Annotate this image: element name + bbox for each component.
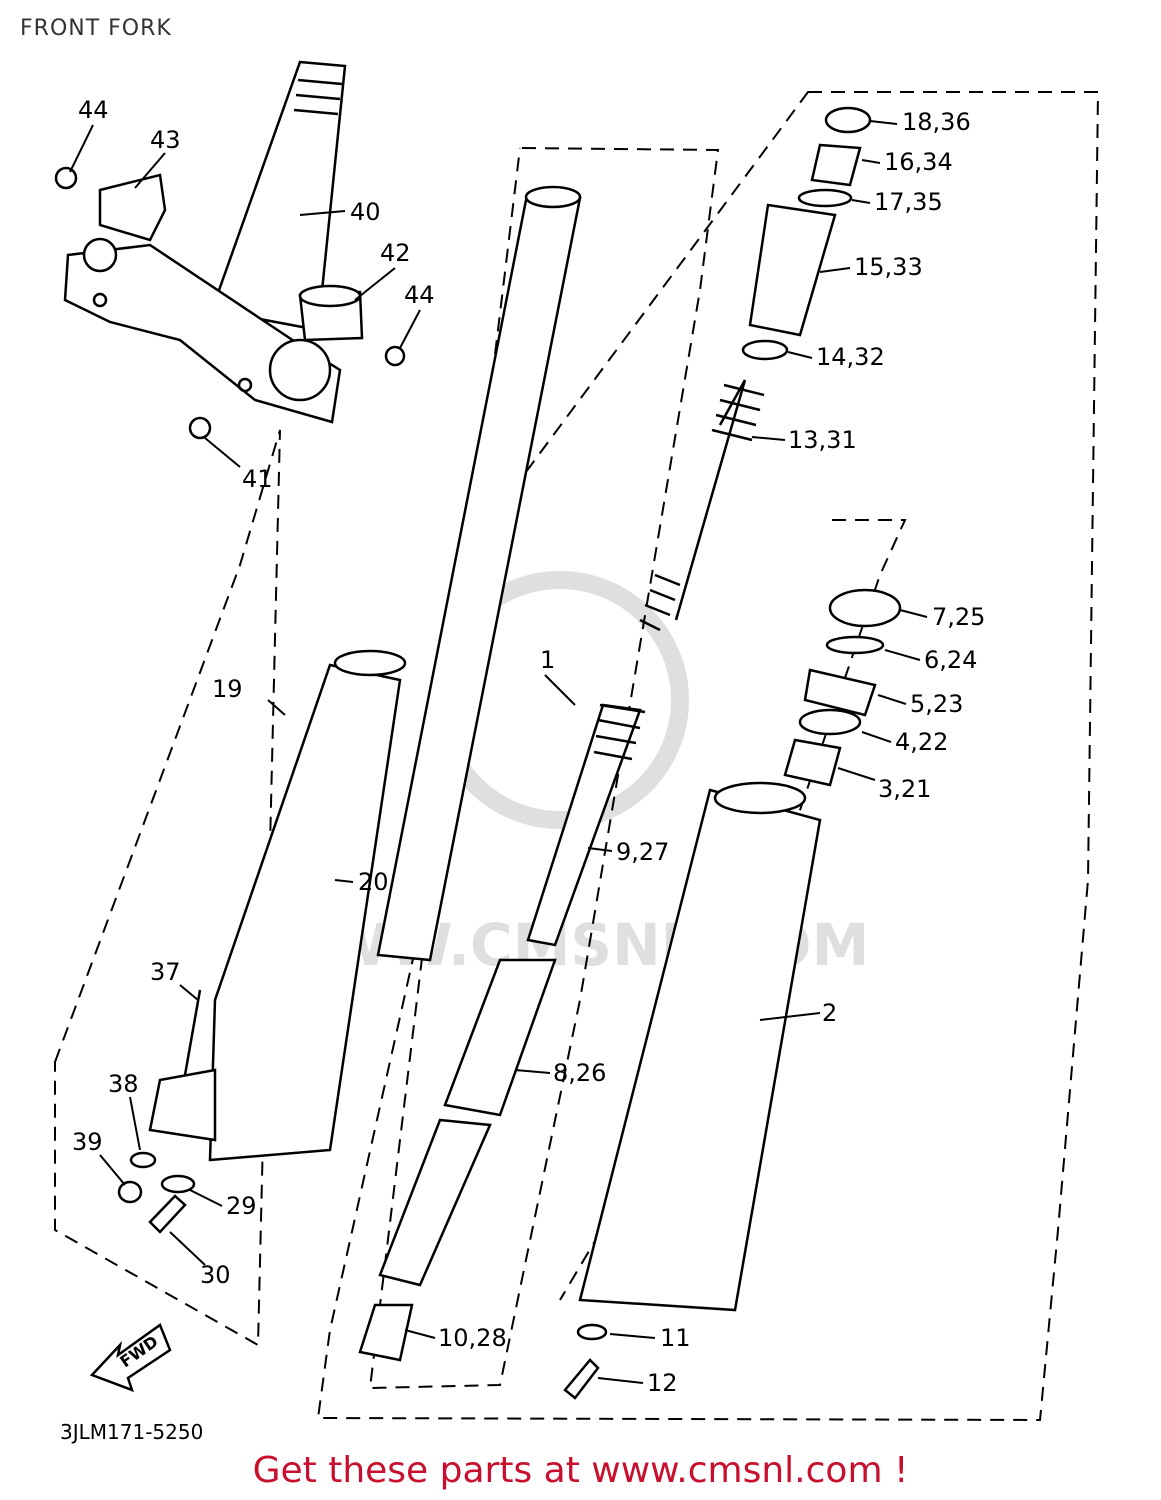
callout-19: 19 xyxy=(212,675,243,703)
callout-44-top: 44 xyxy=(78,96,109,124)
clamp-43 xyxy=(98,173,167,242)
leader-lines xyxy=(69,120,928,1384)
bolt-44-right xyxy=(384,345,406,367)
bolt-44-top xyxy=(54,166,78,190)
clip-6 xyxy=(825,635,885,655)
callout-7: 7,25 xyxy=(932,603,985,631)
fork-tube-left xyxy=(208,649,407,1162)
oil-lock-10 xyxy=(358,1303,414,1362)
callout-10: 10,28 xyxy=(438,1324,507,1352)
callout-30: 30 xyxy=(200,1261,231,1289)
dust-seal-7 xyxy=(828,588,902,628)
washer-14 xyxy=(741,339,789,361)
collar-8 xyxy=(443,958,557,1117)
callout-15: 15,33 xyxy=(854,253,923,281)
spring-rebound xyxy=(593,703,646,761)
spacer-15 xyxy=(748,203,837,337)
callout-2: 2 xyxy=(822,999,837,1027)
under-bracket xyxy=(63,237,342,424)
callout-38: 38 xyxy=(108,1070,139,1098)
callout-40: 40 xyxy=(350,198,381,226)
callout-14: 14,32 xyxy=(816,343,885,371)
oring-17 xyxy=(797,188,853,208)
callout-8: 8,26 xyxy=(553,1059,606,1087)
callout-18: 18,36 xyxy=(902,108,971,136)
get-parts-link[interactable]: Get these parts at www.cmsnl.com ! xyxy=(252,1450,909,1491)
callout-4: 4,22 xyxy=(895,728,948,756)
outline-right xyxy=(316,91,1100,1422)
callout-1: 1 xyxy=(540,646,555,674)
callout-17: 17,35 xyxy=(874,188,943,216)
slide-metal xyxy=(378,1118,492,1287)
bolt-37 xyxy=(183,989,202,1076)
spring-13 xyxy=(711,379,765,442)
callouts: 44 43 40 42 44 41 18,36 16,34 17,35 15,3… xyxy=(72,96,985,1397)
callout-43: 43 xyxy=(150,126,181,154)
spring-main xyxy=(639,379,747,632)
plug-16 xyxy=(810,143,862,187)
bracket-38 xyxy=(148,1068,217,1142)
washer-4 xyxy=(798,708,862,736)
bolt-12 xyxy=(563,1358,600,1400)
outline-lower xyxy=(559,519,907,1301)
callout-13: 13,31 xyxy=(788,426,857,454)
callout-39: 39 xyxy=(72,1128,103,1156)
callout-9: 9,27 xyxy=(616,838,669,866)
callout-29: 29 xyxy=(226,1192,257,1220)
outline-middle xyxy=(368,147,720,1390)
callout-41: 41 xyxy=(242,465,273,493)
callout-20: 20 xyxy=(358,868,389,896)
metal-3 xyxy=(783,738,842,787)
fork-tube-right xyxy=(578,781,822,1312)
callout-16: 16,34 xyxy=(884,148,953,176)
steering-stem xyxy=(210,60,347,332)
oil-seal-5 xyxy=(803,668,877,717)
callout-3: 3,21 xyxy=(878,775,931,803)
callout-37: 37 xyxy=(150,958,181,986)
nut-39 xyxy=(117,1180,143,1204)
callout-42: 42 xyxy=(380,239,411,267)
page-title: FRONT FORK xyxy=(20,16,172,41)
fwd-arrow-icon: FWD xyxy=(89,1323,172,1393)
callout-44-right: 44 xyxy=(404,281,435,309)
drawing-code: 3JLM171-5250 xyxy=(60,1420,204,1444)
callout-11: 11 xyxy=(660,1324,691,1352)
callout-6: 6,24 xyxy=(924,646,977,674)
washer-38 xyxy=(129,1151,157,1169)
washer-29 xyxy=(160,1174,196,1194)
bolt-41 xyxy=(188,416,212,440)
washer-11 xyxy=(576,1323,608,1341)
cap-18 xyxy=(824,106,872,134)
callout-5: 5,23 xyxy=(910,690,963,718)
callout-12: 12 xyxy=(647,1369,678,1397)
bolt-30 xyxy=(148,1194,187,1234)
